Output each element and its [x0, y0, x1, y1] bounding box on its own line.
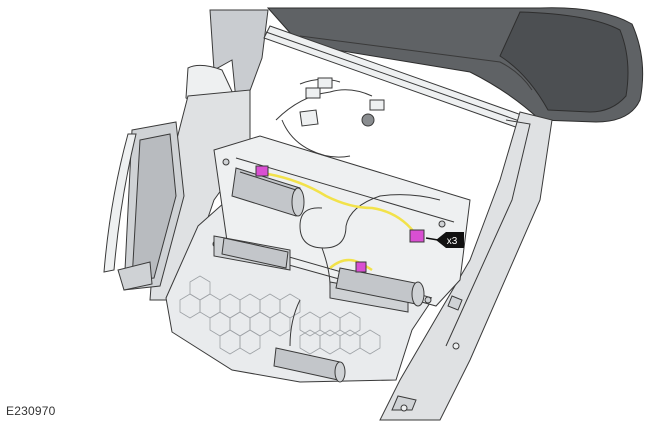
electrical-connector: [409, 229, 425, 243]
harness-loop: [299, 194, 441, 287]
highlighted-electrical-connectors: [255, 165, 425, 273]
wiring-harness-upper: [275, 77, 385, 158]
quantity-callout: x3: [425, 232, 464, 248]
seat-frame-side-rail-right: [379, 111, 553, 421]
seat-height-motor: [273, 299, 346, 383]
figure-reference-code: E230970: [6, 404, 56, 418]
electrical-connector: [355, 261, 367, 273]
callout-quantity-label: x3: [447, 236, 458, 247]
seat-backrest: [266, 7, 644, 123]
seat-frame-side-rail-left: [103, 89, 251, 301]
seat-adjust-motor-front: [221, 237, 425, 307]
electrical-connector: [255, 165, 269, 177]
seat-adjust-motor-rear: [231, 167, 305, 217]
